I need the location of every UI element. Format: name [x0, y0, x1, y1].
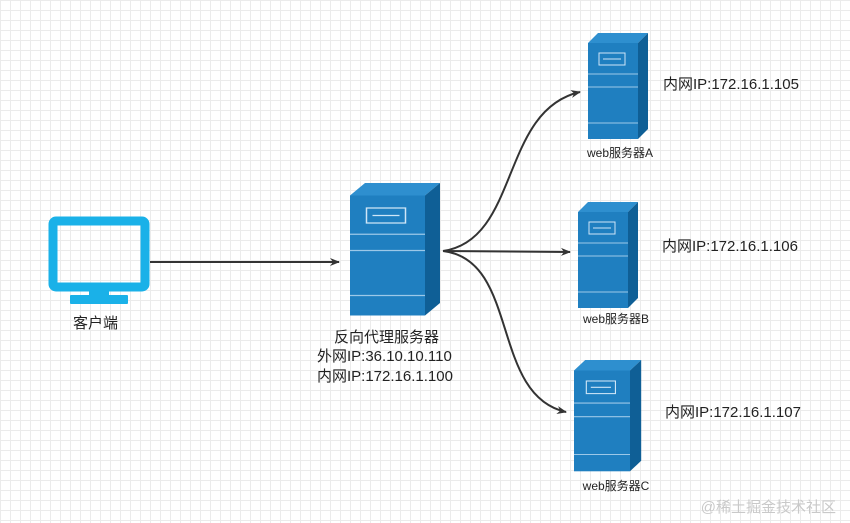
proxy-server-icon [349, 182, 441, 317]
web-server-c-icon [573, 359, 642, 472]
server-c-ip: 内网IP:172.16.1.107 [665, 404, 801, 421]
proxy-internal-ip: 内网IP:172.16.1.100 [317, 368, 453, 385]
proxy-external-ip: 外网IP:36.10.10.110 [317, 348, 452, 365]
proxy-label: 反向代理服务器 [334, 329, 440, 346]
server-c-name: web服务器C [582, 479, 650, 493]
web-server-b-icon [577, 201, 639, 309]
arrow-proxy-to-server-a [442, 90, 581, 252]
client-monitor-icon [48, 216, 150, 304]
web-server-a-icon [587, 32, 649, 140]
server-b-ip: 内网IP:172.16.1.106 [662, 238, 798, 255]
server-a-name: web服务器A [586, 146, 654, 160]
arrow-proxy-to-server-b [442, 247, 571, 256]
server-a-ip: 内网IP:172.16.1.105 [663, 76, 799, 93]
arrow-proxy-to-server-c [442, 250, 567, 414]
client-label: 客户端 [73, 315, 119, 332]
server-b-name: web服务器B [582, 312, 650, 326]
watermark: @稀土掘金技术社区 [700, 499, 836, 516]
